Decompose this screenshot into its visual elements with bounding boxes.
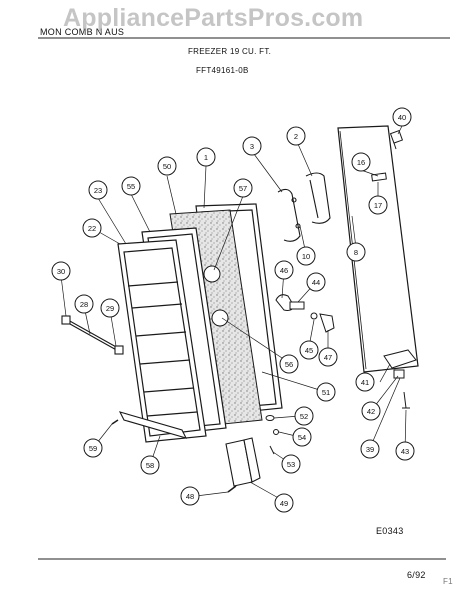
callout-39: 39 [366, 445, 374, 454]
callout-46: 46 [280, 266, 288, 275]
callout-circles [51, 107, 415, 513]
screw-59 [111, 419, 119, 425]
callout-59: 59 [89, 444, 97, 453]
inner-door-shelves [117, 239, 207, 443]
callout-51: 51 [322, 388, 330, 397]
callout-54: 54 [298, 433, 306, 442]
handle-bracket [277, 188, 301, 242]
revision-date: 6/92 [407, 570, 426, 580]
callout-8: 8 [354, 248, 358, 257]
bottom-hinge-assembly [383, 349, 417, 409]
bottom-trim-strip [118, 411, 188, 439]
section-label: MON COMB N AUS [40, 27, 125, 37]
callout-45: 45 [305, 346, 313, 355]
callout-57: 57 [239, 184, 247, 193]
callout-1: 1 [204, 153, 208, 162]
callout-53: 53 [287, 460, 295, 469]
page-title: FREEZER 19 CU. FT. [188, 47, 272, 56]
corner-mark: F1 [443, 577, 453, 586]
callout-50: 50 [163, 162, 171, 171]
callout-28: 28 [80, 300, 88, 309]
callout-10: 10 [302, 252, 310, 261]
model-number: FFT49161-0B [196, 66, 249, 75]
callout-52: 52 [300, 412, 308, 421]
top-hinge-pin [389, 129, 404, 150]
callout-30: 30 [57, 267, 65, 276]
callout-43: 43 [401, 447, 409, 456]
callout-41: 41 [361, 378, 369, 387]
diagram-code: E0343 [376, 526, 404, 536]
callout-3: 3 [250, 142, 254, 151]
callout-numbers: 40 2 3 1 50 16 57 55 23 17 22 8 10 46 44… [57, 113, 409, 508]
callout-47: 47 [324, 353, 332, 362]
site-watermark: AppliancePartsPros.com [63, 4, 364, 32]
callout-55: 55 [127, 182, 135, 191]
callout-29: 29 [106, 304, 114, 313]
callout-49: 49 [280, 499, 288, 508]
callout-22: 22 [88, 224, 96, 233]
callout-23: 23 [94, 186, 102, 195]
callout-44: 44 [312, 278, 320, 287]
small-fasteners [265, 415, 279, 455]
screw-48 [227, 485, 237, 493]
callout-48: 48 [186, 492, 194, 501]
bottom-bracket [225, 437, 261, 487]
callout-58: 58 [146, 461, 154, 470]
door-handle [305, 172, 331, 224]
callout-16: 16 [357, 158, 365, 167]
callout-2: 2 [294, 132, 298, 141]
shelf-bar-assembly [61, 315, 124, 355]
callout-56: 56 [285, 360, 293, 369]
outer-door-panel [337, 125, 419, 373]
callout-40: 40 [398, 113, 406, 122]
callout-17: 17 [374, 201, 382, 210]
callout-42: 42 [367, 407, 375, 416]
lock-assembly [275, 294, 335, 333]
